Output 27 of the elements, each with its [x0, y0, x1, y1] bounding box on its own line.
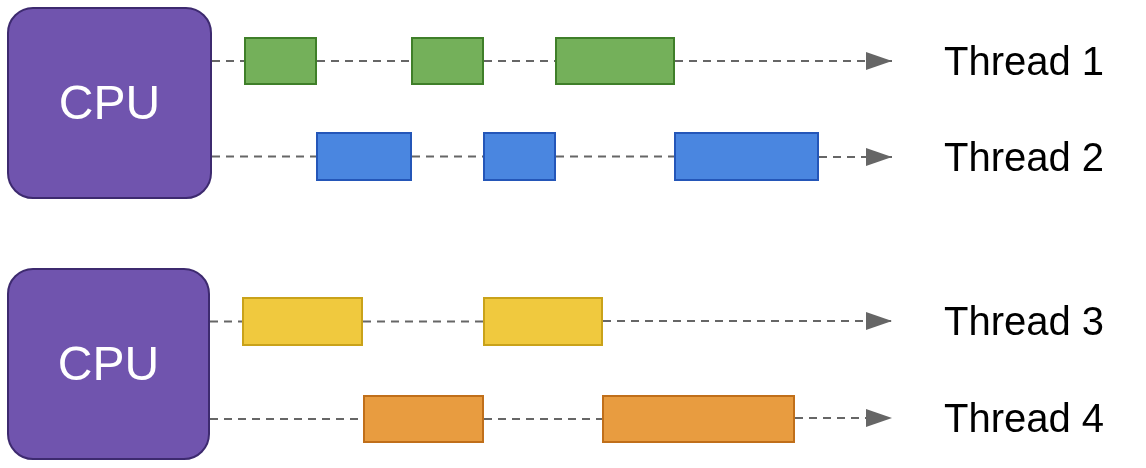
thread-label: Thread 4 [892, 390, 1142, 446]
dashed-line [211, 60, 245, 62]
dashed-arrow [818, 148, 893, 166]
dashed-arrow [602, 312, 893, 330]
dashed-line [211, 155, 317, 158]
task-bar [363, 395, 484, 443]
task-bar [316, 132, 412, 181]
thread-label: Thread 2 [892, 129, 1142, 185]
dashed-line [209, 320, 243, 323]
task-bar [242, 297, 363, 346]
dashed-line [483, 418, 603, 420]
task-bar [483, 132, 556, 181]
task-bar [674, 132, 819, 181]
cpu-box: CPU [7, 7, 212, 199]
dashed-line [362, 320, 484, 323]
dashed-arrow [794, 409, 893, 427]
task-bar [483, 297, 603, 346]
dashed-line [555, 155, 675, 158]
task-bar [411, 37, 484, 85]
thread-label: Thread 1 [892, 33, 1142, 89]
dashed-arrow [674, 52, 893, 70]
thread-label: Thread 3 [892, 293, 1142, 349]
dashed-line [316, 60, 412, 62]
cpu-box: CPU [7, 268, 210, 460]
task-bar [555, 37, 675, 85]
task-bar [244, 37, 317, 85]
task-bar [602, 395, 795, 443]
